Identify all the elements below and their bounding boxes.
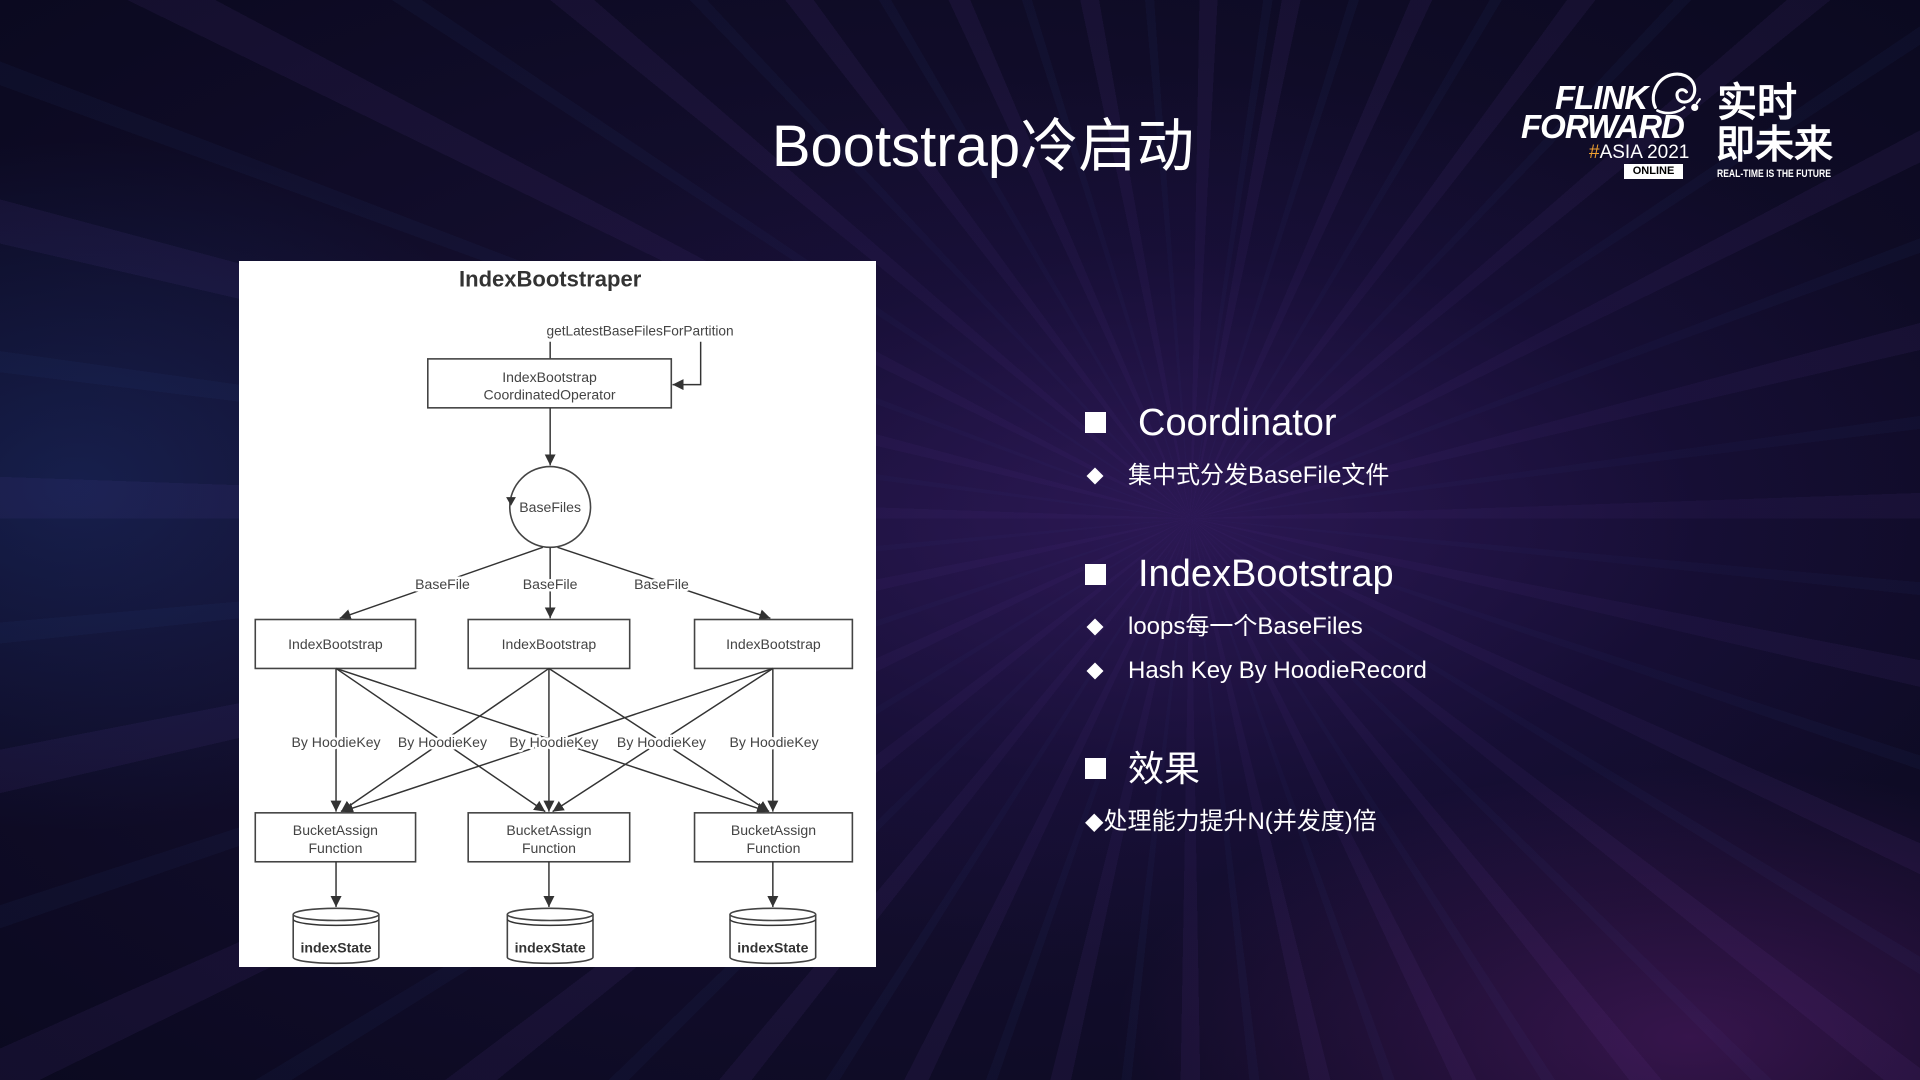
edge-key-middle-to-right	[548, 667, 770, 813]
cylinder-body	[506, 914, 594, 965]
edge-label-key: By HoodieKey	[509, 734, 598, 750]
bucket-node-left	[254, 812, 417, 863]
edge-basefile-right	[557, 546, 771, 621]
list-item: Hash Key By HoodieRecord	[1128, 657, 1427, 684]
edge-label-key: By HoodieKey	[398, 734, 487, 750]
edge-label-basefile: BaseFile	[523, 576, 578, 592]
logo-event-hash: #	[1589, 142, 1600, 163]
state-node-left: indexState	[292, 907, 380, 965]
bootstrap-node-label: IndexBootstrap	[502, 636, 597, 652]
bootstrap-node-right	[693, 618, 854, 670]
edge-basefile-left	[339, 546, 544, 620]
bootstrap-node-middle	[467, 618, 631, 670]
squirrel-icon	[1651, 72, 1701, 115]
edge-key-left-to-middle	[335, 667, 546, 813]
edge-key-right-to-middle	[552, 667, 774, 813]
logo-event-text: #ASIA 2021	[1589, 143, 1689, 163]
list-item-note: ◆处理能力提升N(并发度)倍	[1085, 808, 1377, 835]
logo-event-name: ASIA 2021	[1599, 142, 1690, 163]
slogan-cn-line1: 实时	[1717, 81, 1797, 125]
cylinder-rim	[506, 918, 594, 927]
cylinder-top	[729, 907, 817, 922]
diamond-bullet-icon	[1086, 662, 1104, 680]
cylinder-body	[292, 914, 380, 965]
section-heading-coordinator: Coordinator	[1138, 402, 1337, 444]
cylinder-body	[729, 914, 817, 965]
edge-label-key: By HoodieKey	[291, 734, 380, 750]
edge-key-left-to-right	[335, 667, 769, 814]
bucket-node-middle	[467, 812, 631, 863]
cylinder-rim	[729, 918, 817, 927]
state-node-label: indexState	[737, 939, 808, 955]
cylinder-top	[292, 907, 380, 922]
bucket-node-label-line1: BucketAssign	[506, 822, 591, 838]
edge-key-right-to-left	[341, 667, 774, 814]
coordinator-label-line2: CoordinatedOperator	[483, 386, 615, 402]
coordinator-label-line1: IndexBootstrap	[502, 369, 597, 385]
cylinder-rim	[292, 918, 380, 927]
logo-flink-text: FLINK	[1555, 79, 1648, 116]
bucket-node-right	[693, 812, 854, 863]
bucket-node-label-line1: BucketAssign	[731, 822, 816, 838]
edge-source-into-coordinator	[672, 341, 702, 391]
edge-label-key: By HoodieKey	[730, 734, 819, 750]
slogan-cn-line2: 即未来	[1716, 124, 1834, 167]
loop-arrow-icon	[506, 497, 516, 506]
bootstrap-node-label: IndexBootstrap	[726, 636, 821, 652]
logo-online-badge: ONLINE	[1624, 164, 1683, 179]
state-node-right: indexState	[729, 907, 817, 965]
bucket-node-label-line2: Function	[522, 840, 576, 856]
square-bullet-icon	[1085, 564, 1106, 585]
state-node-label: indexState	[515, 939, 586, 955]
diamond-bullet-icon	[1086, 467, 1104, 485]
edge-label-basefile: BaseFile	[415, 576, 470, 592]
section-heading-effect: 效果	[1128, 748, 1201, 789]
edge-label-key: By HoodieKey	[617, 734, 706, 750]
square-bullet-icon	[1085, 412, 1106, 433]
bootstrap-node-label: IndexBootstrap	[288, 636, 383, 652]
bucket-node-label-line1: BucketAssign	[293, 822, 378, 838]
list-item: 集中式分发BaseFile文件	[1128, 462, 1390, 489]
diagram-title: IndexBootstraper	[459, 267, 642, 292]
source-label: getLatestBaseFilesForPartition	[546, 324, 733, 339]
square-bullet-icon	[1085, 758, 1106, 779]
diagram-panel: IndexBootstraper getLatestBaseFilesForPa…	[239, 261, 876, 967]
list-item: loops每一个BaseFiles	[1128, 613, 1363, 640]
basefiles-label: BaseFiles	[519, 499, 581, 515]
index-bootstraper-diagram: IndexBootstraper getLatestBaseFilesForPa…	[254, 267, 854, 965]
bootstrap-node-left	[254, 618, 417, 670]
state-node-label: indexState	[300, 939, 371, 955]
edge-label-basefile: BaseFile	[634, 576, 689, 592]
cylinder-top	[506, 907, 594, 922]
bucket-node-label-line2: Function	[308, 840, 362, 856]
section-heading-indexbootstrap: IndexBootstrap	[1138, 553, 1394, 595]
state-node-middle: indexState	[506, 907, 594, 965]
logo-forward-text: FORWARD	[1521, 108, 1685, 145]
bucket-node-label-line2: Function	[746, 840, 800, 856]
slogan-en: REAL-TIME IS THE FUTURE	[1717, 168, 1831, 180]
diamond-bullet-icon	[1086, 618, 1104, 636]
page-title: Bootstrap冷启动	[771, 114, 1195, 179]
edge-key-middle-to-left	[340, 667, 550, 813]
